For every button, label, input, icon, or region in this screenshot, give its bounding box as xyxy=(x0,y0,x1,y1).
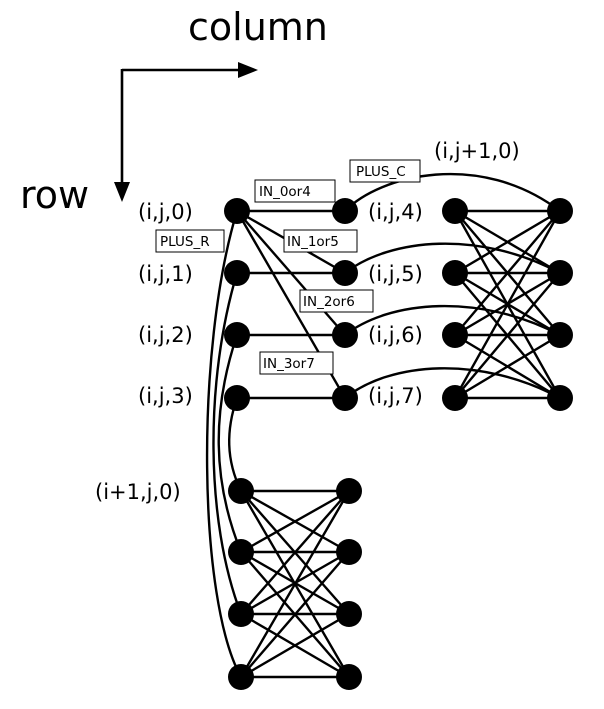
node-d2 xyxy=(547,322,573,348)
edge-curve-a2-e1 xyxy=(217,334,243,553)
node-f1 xyxy=(336,539,362,565)
edge-curve-b7-d3 xyxy=(344,367,561,400)
node-a2 xyxy=(224,322,250,348)
edge-e2-f0 xyxy=(240,490,350,615)
column-arrow-head xyxy=(238,62,258,78)
edge-plus-c-curve xyxy=(344,172,561,212)
node-label-ij2: (i,j,2) xyxy=(138,323,193,347)
edge-label-in2or6-text: IN_2or6 xyxy=(303,294,355,310)
node-c2 xyxy=(442,322,468,348)
edge-label-in1or5-text: IN_1or5 xyxy=(287,234,339,250)
node-label-ij6: (i,j,6) xyxy=(368,323,423,347)
node-label-ij1-0: (i,j+1,0) xyxy=(434,139,520,163)
edge-label-in3or7-text: IN_3or7 xyxy=(263,356,315,372)
node-d1 xyxy=(547,260,573,286)
node-b5 xyxy=(332,260,358,286)
node-label-ij5: (i,j,5) xyxy=(368,262,423,286)
node-d0 xyxy=(547,198,573,224)
edge-c3-d0 xyxy=(453,210,562,399)
edge-curve-b6-d2 xyxy=(344,304,561,337)
node-b6 xyxy=(332,322,358,348)
edge-label-in1or5: IN_1or5 xyxy=(283,229,358,253)
node-e1 xyxy=(228,539,254,565)
axis-arrows xyxy=(114,62,258,202)
node-c1 xyxy=(442,260,468,286)
edge-e1-f0 xyxy=(240,489,350,554)
edge-e3-f0 xyxy=(239,490,351,678)
edge-curve-a1-e2 xyxy=(212,272,243,615)
nodes xyxy=(224,198,573,690)
edge-label-plus-r: PLUS_R xyxy=(155,229,225,253)
edge-curve-b5-d1 xyxy=(344,242,561,275)
column-axis-label: column xyxy=(188,5,328,49)
edge-label-in3or7: IN_3or7 xyxy=(259,351,334,375)
edge-plus-r-curve xyxy=(205,210,243,678)
node-f2 xyxy=(336,601,362,627)
edge-c2-d0 xyxy=(454,210,561,336)
edges xyxy=(205,172,562,679)
edge-e3-f1 xyxy=(240,551,350,678)
node-label-ij4: (i,j,4) xyxy=(368,200,423,224)
node-e0 xyxy=(228,478,254,504)
row-arrow-head xyxy=(114,182,130,202)
node-d3 xyxy=(547,385,573,411)
node-label-ij0: (i,j,0) xyxy=(138,200,193,224)
edge-label-plus-c-text: PLUS_C xyxy=(356,164,406,180)
node-f3 xyxy=(336,664,362,690)
edge-a0-b6 xyxy=(236,210,346,336)
node-label-ij7: (i,j,7) xyxy=(368,384,423,408)
node-c3 xyxy=(442,385,468,411)
node-e2 xyxy=(228,601,254,627)
node-e3 xyxy=(228,664,254,690)
edge-label-in0or4: IN_0or4 xyxy=(254,179,336,203)
edge-c3-d2 xyxy=(454,333,561,400)
node-a3 xyxy=(224,385,250,411)
node-label-ij3: (i,j,3) xyxy=(138,384,193,408)
node-label-i1j0: (i+1,j,0) xyxy=(95,480,181,504)
node-a1 xyxy=(224,260,250,286)
edge-c3-d1 xyxy=(454,272,561,399)
edge-c1-d0 xyxy=(454,209,561,275)
node-b4 xyxy=(332,198,358,224)
edge-label-in0or4-text: IN_0or4 xyxy=(259,184,311,200)
node-f0 xyxy=(336,478,362,504)
edge-label-in2or6: IN_2or6 xyxy=(299,289,374,313)
node-a0 xyxy=(224,198,250,224)
edge-label-plus-c: PLUS_C xyxy=(349,159,421,183)
row-axis-label: row xyxy=(20,173,89,217)
edge-label-plus-r-text: PLUS_R xyxy=(160,234,210,250)
node-c0 xyxy=(442,198,468,224)
node-b7 xyxy=(332,385,358,411)
node-label-ij1: (i,j,1) xyxy=(138,262,193,286)
edge-e3-f2 xyxy=(240,612,350,679)
edge-curve-a3-e0 xyxy=(228,397,243,492)
